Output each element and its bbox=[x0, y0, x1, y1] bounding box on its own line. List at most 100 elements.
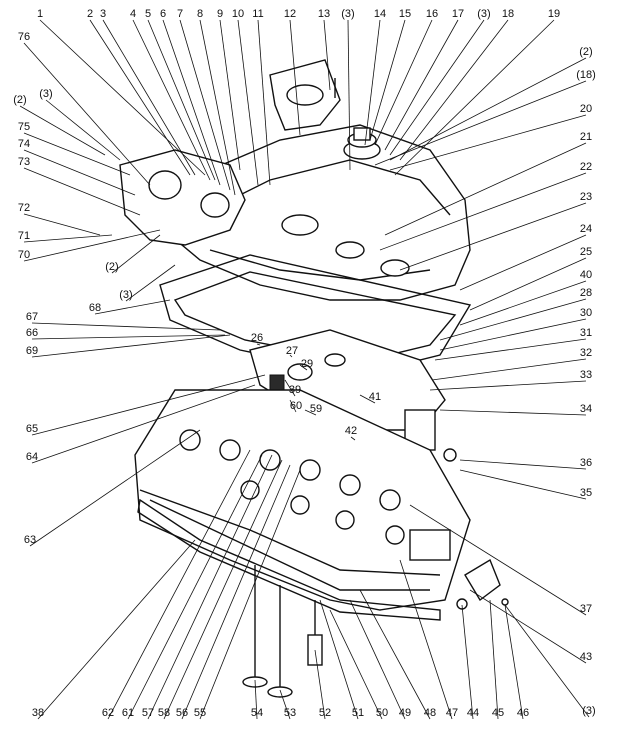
part-label-top: 4 bbox=[130, 8, 136, 20]
part-label-right: 33 bbox=[580, 369, 592, 381]
part-label-bottom: 50 bbox=[376, 707, 388, 719]
leader-line bbox=[329, 609, 383, 720]
part-label-top: 14 bbox=[374, 8, 386, 20]
leader-line bbox=[431, 358, 587, 381]
leader-line bbox=[469, 589, 587, 664]
part-label-right: 23 bbox=[580, 191, 592, 203]
leader-line bbox=[219, 19, 241, 171]
leader-line bbox=[94, 299, 171, 315]
leader-line bbox=[163, 459, 283, 720]
leader-line bbox=[256, 343, 261, 346]
part-label-left: (2) bbox=[105, 261, 118, 273]
leader-line bbox=[279, 689, 291, 720]
part-label-left: 63 bbox=[24, 534, 36, 546]
leader-line bbox=[304, 409, 317, 416]
leader-line bbox=[179, 19, 231, 191]
part-label-bottom: 52 bbox=[319, 707, 331, 719]
part-label-inner: 59 bbox=[310, 403, 322, 415]
leader-line bbox=[132, 19, 211, 181]
leader-line bbox=[319, 599, 359, 720]
part-label-left: 65 bbox=[26, 423, 38, 435]
leader-line bbox=[125, 264, 176, 302]
part-label-top: 10 bbox=[232, 8, 244, 20]
thermostat-housing bbox=[269, 59, 341, 131]
leader-line bbox=[384, 142, 587, 236]
part-label-right: 40 bbox=[580, 269, 592, 281]
leader-line bbox=[31, 322, 221, 331]
part-label-right: 21 bbox=[580, 131, 592, 143]
leader-line bbox=[23, 149, 136, 196]
part-label-bottom: 45 bbox=[492, 707, 504, 719]
leader-line bbox=[459, 459, 587, 470]
leader-line bbox=[19, 105, 106, 156]
part-label-right: 25 bbox=[580, 246, 592, 258]
water-outlet-plate bbox=[456, 558, 509, 610]
leader-line bbox=[394, 19, 555, 176]
part-label-bottom: 44 bbox=[467, 707, 479, 719]
leader-line bbox=[347, 19, 351, 171]
part-label-bottom: 56 bbox=[176, 707, 188, 719]
leader-line bbox=[284, 379, 296, 397]
part-label-right: (18) bbox=[576, 69, 596, 81]
part-label-right: 34 bbox=[580, 403, 592, 415]
part-label-right: (3) bbox=[582, 705, 595, 717]
leader-line bbox=[111, 234, 161, 274]
leader-line bbox=[434, 338, 587, 361]
part-label-right: 22 bbox=[580, 161, 592, 173]
part-label-bottom: 57 bbox=[142, 707, 154, 719]
leader-line bbox=[45, 99, 121, 161]
part-label-bottom: 48 bbox=[424, 707, 436, 719]
part-label-bottom: 55 bbox=[194, 707, 206, 719]
leader-line bbox=[257, 19, 271, 186]
leader-line bbox=[459, 234, 587, 291]
part-label-bottom: 47 bbox=[446, 707, 458, 719]
part-label-top: 18 bbox=[502, 8, 514, 20]
leader-line bbox=[289, 399, 297, 413]
leader-line bbox=[23, 42, 151, 186]
part-label-bottom: 62 bbox=[102, 707, 114, 719]
part-label-left: 71 bbox=[18, 230, 30, 242]
leader-line bbox=[323, 19, 331, 91]
part-label-left: (3) bbox=[119, 289, 132, 301]
leader-line bbox=[379, 172, 587, 251]
head-gasket-plate bbox=[137, 498, 441, 621]
leader-line bbox=[89, 19, 191, 176]
leader-line bbox=[107, 449, 251, 720]
leader-line bbox=[23, 229, 161, 262]
manifold bbox=[119, 149, 246, 246]
leader-line bbox=[147, 19, 216, 181]
leader-line bbox=[31, 334, 231, 358]
part-label-top: 8 bbox=[197, 8, 203, 20]
leader-line bbox=[461, 604, 474, 720]
part-label-bottom: 54 bbox=[251, 707, 263, 719]
part-label-inner: 60 bbox=[290, 400, 302, 412]
leader-line bbox=[389, 114, 587, 171]
part-label-right: 35 bbox=[580, 487, 592, 499]
part-label-top: 1 bbox=[37, 8, 43, 20]
leader-line bbox=[364, 19, 381, 146]
part-label-top: 17 bbox=[452, 8, 464, 20]
part-label-right: 24 bbox=[580, 223, 592, 235]
leader-line bbox=[29, 429, 201, 547]
leader-line bbox=[384, 19, 459, 151]
part-label-right: 37 bbox=[580, 603, 592, 615]
part-label-bottom: 49 bbox=[399, 707, 411, 719]
part-label-bottom: 51 bbox=[352, 707, 364, 719]
part-label-right: 28 bbox=[580, 287, 592, 299]
part-label-left: 72 bbox=[18, 202, 30, 214]
leader-line bbox=[459, 469, 587, 500]
part-label-right: 43 bbox=[580, 651, 592, 663]
part-label-left: 64 bbox=[26, 451, 38, 463]
leader-line bbox=[374, 80, 587, 166]
leader-line bbox=[369, 19, 406, 141]
leader-line bbox=[237, 19, 259, 186]
part-label-top: 3 bbox=[100, 8, 106, 20]
part-label-left: 75 bbox=[18, 121, 30, 133]
part-label-top: 2 bbox=[87, 8, 93, 20]
leader-line bbox=[389, 19, 485, 156]
leader-line bbox=[147, 454, 273, 720]
part-label-top: 19 bbox=[548, 8, 560, 20]
part-label-top: (3) bbox=[477, 8, 490, 20]
part-label-bottom: 38 bbox=[32, 707, 44, 719]
part-label-bottom: 61 bbox=[122, 707, 134, 719]
